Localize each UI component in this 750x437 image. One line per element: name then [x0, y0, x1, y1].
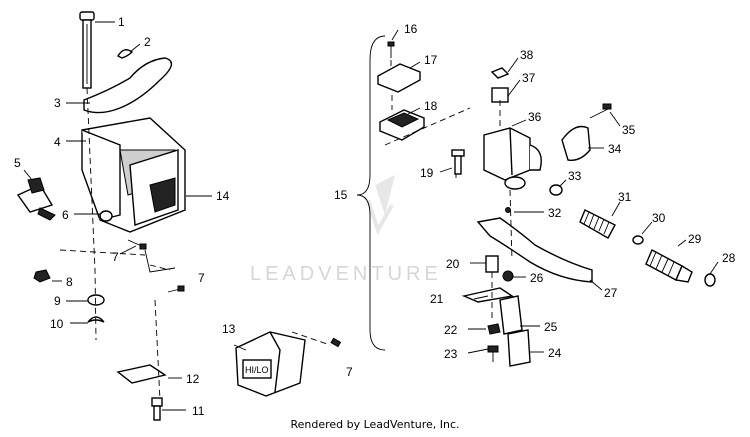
leader-lines [23, 21, 719, 411]
callout-14: 14 [216, 189, 230, 203]
callout-35: 35 [622, 123, 636, 137]
screw-part-7c [330, 337, 342, 348]
callout-5: 5 [14, 156, 21, 170]
callout-21: 21 [430, 292, 444, 306]
assembly-line-13 [291, 331, 331, 346]
hilo-label: HI/LO [245, 365, 269, 375]
grommet-part-6 [99, 210, 113, 222]
cover-plate-part-12 [116, 364, 167, 384]
callout-24: 24 [548, 346, 562, 360]
pin-part-19 [451, 149, 465, 175]
callout-22: 22 [444, 323, 458, 337]
callout-16: 16 [404, 22, 418, 36]
render-credit: Rendered by LeadVenture, Inc. [290, 418, 460, 431]
watermark-text: LEADVENTURE [250, 263, 442, 285]
clamp-part-34 [561, 125, 591, 161]
callout-32: 32 [548, 206, 562, 220]
piston-part-29 [645, 249, 693, 283]
screw-part-35 [589, 103, 612, 119]
callout-38: 38 [520, 48, 534, 62]
callout-33: 33 [568, 169, 582, 183]
bracket-part-3 [83, 57, 173, 114]
nut-part-8 [33, 269, 51, 283]
callout-23: 23 [444, 347, 458, 361]
callout-26: 26 [530, 271, 544, 285]
callout-29: 29 [688, 232, 702, 246]
callout-10: 10 [50, 317, 64, 331]
callout-13: 13 [222, 322, 236, 336]
callout-15: 15 [334, 188, 348, 202]
nut-part-22 [487, 323, 501, 335]
screw-part-11 [151, 397, 163, 421]
callout-25: 25 [544, 320, 558, 334]
assembly-line-left [59, 87, 171, 401]
assembly-line-right [455, 100, 513, 320]
reservoir-part-37 [491, 87, 509, 103]
callout-7b: 7 [198, 271, 205, 285]
callout-30: 30 [652, 211, 666, 225]
washer-part-30 [632, 235, 644, 245]
callout-31: 31 [618, 190, 632, 204]
assembly-line-right-top [384, 60, 471, 146]
cap-part-38 [490, 67, 510, 79]
callout-9: 9 [54, 294, 61, 308]
callout-27: 27 [604, 286, 618, 300]
callout-17: 17 [424, 53, 438, 67]
callout-3: 3 [54, 96, 61, 110]
callout-18: 18 [424, 99, 438, 113]
screw-part-23 [487, 345, 499, 362]
switch-housing-part-4 [81, 117, 186, 233]
cover-part-17 [377, 63, 421, 93]
screw-part-7b [167, 285, 185, 293]
hilo-switch-part-13: HI/LO [235, 331, 306, 397]
screw-part-7a [127, 239, 147, 250]
callout-20: 20 [446, 257, 460, 271]
watermark: LEADVENTURE [250, 175, 442, 285]
callout-2: 2 [144, 35, 151, 49]
diaphragm-part-18 [379, 109, 425, 141]
bolt-part-1 [79, 11, 95, 89]
seal-part-32 [505, 207, 511, 213]
nut-part-26 [502, 270, 514, 282]
callout-numbers: 1 2 3 4 5 6 7 7 8 9 10 11 12 13 14 15 7 … [14, 15, 736, 418]
callout-11: 11 [192, 404, 205, 418]
oring-part-28 [704, 273, 716, 287]
watermark-logo [366, 175, 395, 235]
group-bracket-15 [356, 35, 386, 351]
callout-37: 37 [522, 71, 536, 85]
clip-part-2 [117, 49, 134, 59]
callout-12: 12 [186, 372, 200, 386]
washer-part-9 [87, 294, 105, 306]
callout-19: 19 [420, 166, 434, 180]
callout-6: 6 [62, 208, 69, 222]
master-cylinder-part-36 [483, 127, 542, 190]
switch-part-25 [499, 295, 523, 335]
plate-part-24 [507, 329, 531, 367]
callout-36: 36 [528, 110, 542, 124]
washer-part-33 [549, 184, 563, 196]
screw-part-16 [387, 41, 395, 58]
bushing-part-20 [485, 255, 499, 273]
callout-34: 34 [608, 142, 622, 156]
callout-28: 28 [722, 251, 736, 265]
spring-part-31 [579, 209, 616, 239]
callout-7c: 7 [346, 365, 353, 379]
callout-4: 4 [54, 135, 61, 149]
rocker-part-5 [16, 177, 56, 221]
callout-1: 1 [118, 15, 125, 29]
callout-8: 8 [66, 275, 73, 289]
callout-7a: 7 [112, 250, 119, 264]
